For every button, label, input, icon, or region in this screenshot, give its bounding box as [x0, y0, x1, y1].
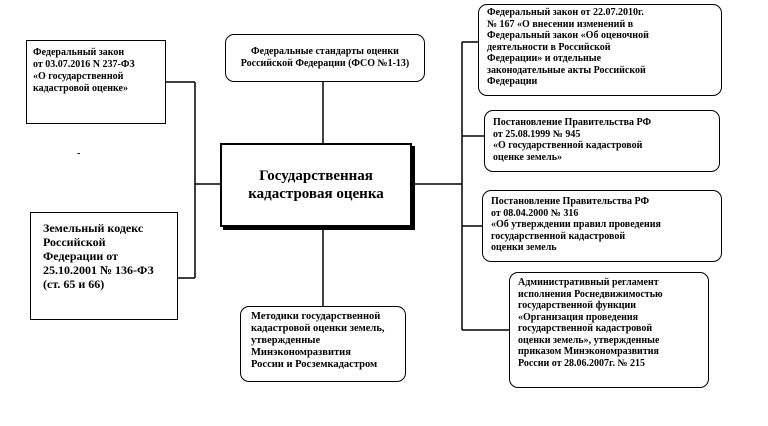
- land-line-3: Федерации от: [43, 249, 119, 263]
- land-line-4: 25.10.2001 № 136-ФЗ: [43, 263, 154, 277]
- land-line-5: (ст. 65 и 66): [43, 277, 105, 291]
- decree945-line-2: от 25.08.1999 № 945: [493, 128, 581, 140]
- law237-line-4: кадастровой оценке»: [33, 83, 128, 94]
- regulation-line-7: приказом Минэкономразвития: [518, 346, 659, 357]
- regulation-line-3: государственной функции: [518, 300, 637, 311]
- regulation-line-1: Административный регламент: [518, 277, 659, 288]
- box-valuation-methods: Методики государственной кадастровой оце…: [240, 306, 406, 382]
- law237-line-2: от 03.07.2016 N 237-ФЗ: [33, 59, 135, 70]
- regulation-line-6: оценки земель», утвержденные: [518, 334, 660, 346]
- land-line-1: Земельный кодекс: [43, 221, 144, 235]
- law237-line-3: «О государственной: [33, 71, 124, 82]
- law167-line-4: деятельности в Российской: [487, 41, 611, 53]
- decree945-line-3: «О государственной кадастровой: [493, 140, 643, 151]
- regulation-line-2: исполнения Роснедвижимостью: [518, 288, 663, 300]
- law167-line-2: № 167 «О внесении изменений в: [487, 18, 634, 30]
- box-federal-law-167: Федеральный закон от 22.07.2010г. № 167 …: [478, 4, 722, 96]
- regulation-line-5: государственной кадастровой: [518, 323, 653, 334]
- methods-line-4: Минэкономразвития: [251, 347, 351, 358]
- law167-line-1: Федеральный закон от 22.07.2010г.: [487, 7, 644, 18]
- law167-line-6: законодательные акты Российской: [487, 64, 646, 76]
- decree316-line-1: Постановление Правительства РФ: [491, 196, 650, 207]
- box-decree-945: Постановление Правительства РФ от 25.08.…: [484, 110, 720, 172]
- methods-line-3: утвержденные: [251, 335, 321, 346]
- decree945-line-4: оценке земель»: [493, 151, 563, 163]
- law237-line-1: Федеральный закон: [33, 47, 125, 58]
- fso-line-2: Российской Федерации (ФСО №1-13): [240, 58, 410, 69]
- center-line-1: Государственная: [259, 168, 373, 184]
- law167-line-7: Федерации: [487, 76, 538, 87]
- land-line-2: Российской: [43, 235, 106, 249]
- stray-mark: -: [77, 148, 81, 159]
- center-box-state-cadastral-valuation: Государственная кадастровая оценка: [220, 143, 412, 227]
- law167-line-5: Федерации» и отдельные: [487, 53, 602, 64]
- center-line-2: кадастровая оценка: [248, 186, 384, 202]
- box-fso-standards: Федеральные стандарты оценки Российской …: [225, 34, 425, 82]
- law167-line-3: Федеральный закон «Об оценочной: [487, 30, 649, 41]
- decree316-line-5: оценки земель: [491, 242, 557, 253]
- methods-line-2: кадастровой оценки земель,: [251, 323, 385, 334]
- box-federal-law-237: Федеральный закон от 03.07.2016 N 237-ФЗ…: [26, 40, 166, 124]
- regulation-line-8: России от 28.06.2007г. № 215: [518, 357, 646, 369]
- box-administrative-regulation: Административный регламент исполнения Ро…: [509, 272, 709, 388]
- decree945-line-1: Постановление Правительства РФ: [493, 117, 652, 128]
- regulation-line-4: «Организация проведения: [518, 311, 639, 323]
- decree316-line-3: «Об утверждении правил проведения: [491, 219, 661, 230]
- fso-line-1: Федеральные стандарты оценки: [251, 46, 399, 57]
- decree316-line-2: от 08.04.2000 № 316: [491, 207, 579, 219]
- methods-line-1: Методики государственной: [251, 311, 381, 322]
- decree316-line-4: государственной кадастровой: [491, 230, 626, 242]
- box-land-code: Земельный кодекс Российской Федерации от…: [30, 212, 178, 320]
- methods-line-5: России и Росземкадастром: [251, 359, 378, 370]
- box-decree-316: Постановление Правительства РФ от 08.04.…: [482, 190, 722, 262]
